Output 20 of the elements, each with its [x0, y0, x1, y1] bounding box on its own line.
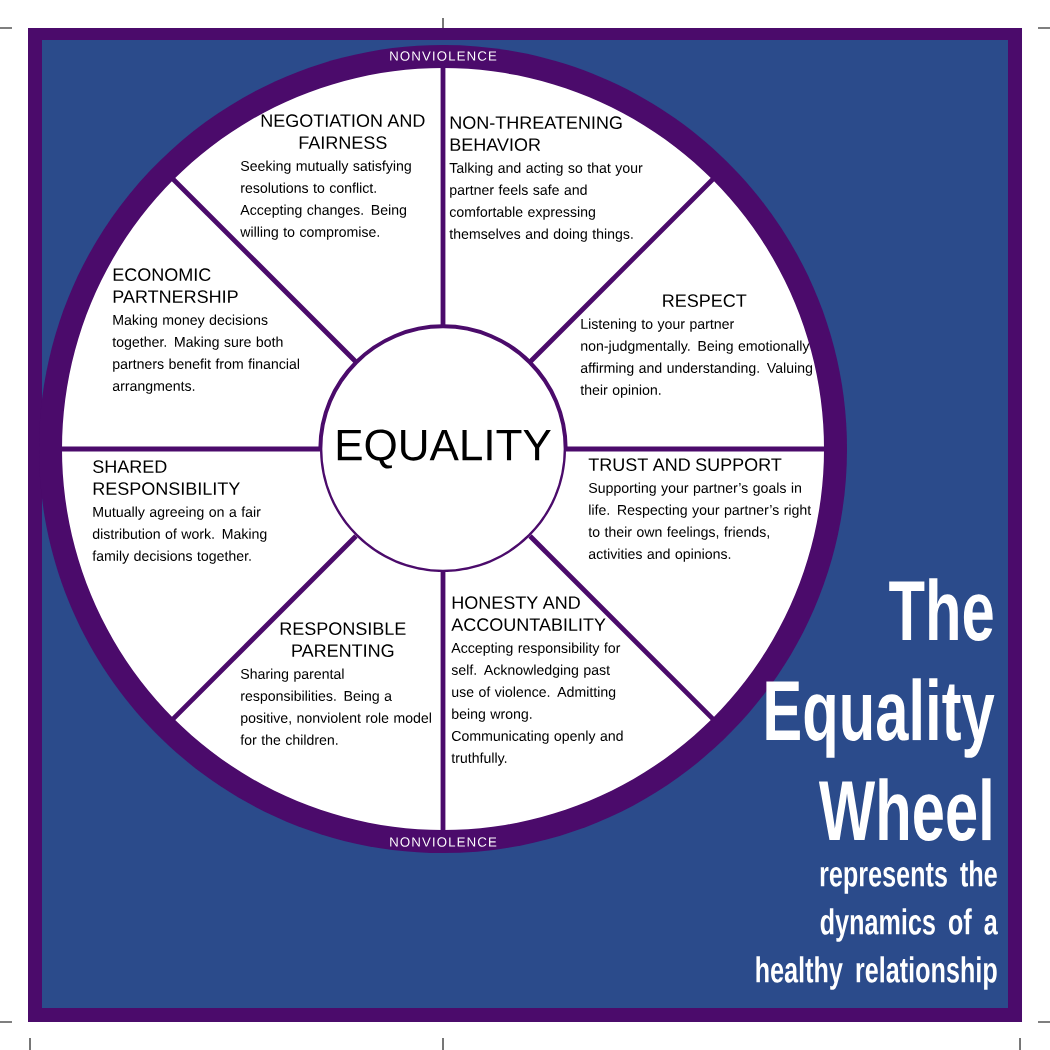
segment-description: Accepting responsibility for self. Acknowledging past use of violence. Admitting being wrong. Communicating openly and truthfully.	[451, 642, 623, 766]
segment-heading: NON-THREATENING BEHAVIOR	[450, 116, 622, 151]
segment-heading: NEGOTIATION AND FAIRNESS	[261, 114, 425, 149]
segment-description: Talking and acting so that your partner feels safe and comfortable expressing themselves and doing things.	[449, 162, 643, 242]
segment-description: Sharing parental responsibilities. Being a positive, nonviolent role model for the children.	[240, 668, 431, 745]
segment-description: Making money decisions together. Making sure both partners benefit from financial arrangments.	[112, 314, 300, 394]
segment-heading: RESPONSIBLE PARENTING	[280, 622, 406, 657]
segment-description: Mutually agreeing on a fair distribution of work. Making family decisions together.	[92, 506, 267, 564]
ring-label: NONVIOLENCE	[390, 51, 497, 61]
segment-heading: RESPECT	[663, 294, 747, 307]
caption: represents the dynamics of a healthy relationship	[756, 860, 998, 990]
segment-description: Supporting your partner’s goals in life. Respecting your partner’s right to their own feelings, friends, activities and opinions.	[588, 482, 812, 562]
segment-heading: HONESTY AND ACCOUNTABILITY	[451, 596, 606, 631]
segment-description: Seeking mutually satisfying resolutions to conflict. Accepting changes. Being willing to compromise.	[240, 160, 411, 240]
title: The Equality Wheel	[766, 578, 995, 841]
segment-heading: SHARED RESPONSIBILITY	[93, 460, 240, 495]
segment-heading: TRUST AND SUPPORT	[588, 458, 782, 471]
segment-description: Listening to your partner non-judgmentally. Being emotionally affirming and understanding. Valuing their opinion.	[580, 318, 812, 398]
segment-heading: ECONOMIC PARTNERSHIP	[113, 268, 238, 303]
ring-label: NONVIOLENCE	[390, 837, 497, 847]
